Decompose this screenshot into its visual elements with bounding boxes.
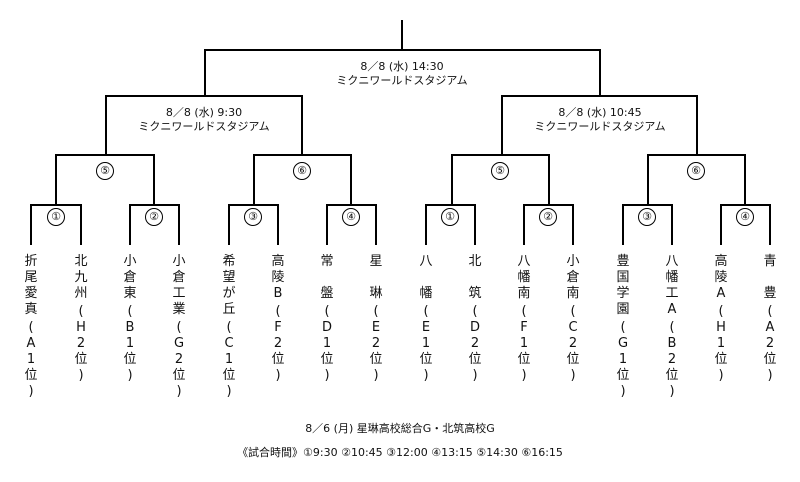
qf-mark-2: ⑥ <box>293 162 311 180</box>
team-name: 星 琳 <box>369 254 383 301</box>
footer-times-line: 《試合時間》①9:30 ②10:45 ③12:00 ④13:15 ⑤14:30 … <box>237 446 563 459</box>
team-name: 小 倉 工 業 <box>172 254 186 317</box>
team-11: 八 幡 南 ( F 1 位 ) <box>515 254 533 384</box>
team-name: 青 豊 <box>763 254 777 301</box>
r1-bracket-6 <box>523 204 574 245</box>
r1-mark-5: ① <box>441 208 459 226</box>
r1-bracket-7 <box>622 204 673 245</box>
team-7: 常 盤 ( D 1 位 ) <box>318 254 336 384</box>
team-16: 青 豊 ( A 2 位 ) <box>761 254 779 384</box>
r1-bracket-5 <box>425 204 476 245</box>
r1-bracket-2 <box>129 204 180 245</box>
team-6: 高 陵 B ( F 2 位 ) <box>269 254 287 384</box>
team-13: 豊 国 学 園 ( G 1 位 ) <box>614 254 632 400</box>
semi-right-bracket <box>501 95 698 155</box>
qf-bracket-2 <box>253 154 352 205</box>
qf-mark-4: ⑥ <box>687 162 705 180</box>
r1-mark-6: ② <box>539 208 557 226</box>
r1-mark-8: ④ <box>736 208 754 226</box>
team-name: 常 盤 <box>320 254 334 301</box>
team-12: 小 倉 南 ( C 2 位 ) <box>564 254 582 384</box>
r1-mark-1: ① <box>47 208 65 226</box>
team-name: 小 倉 東 <box>123 254 137 301</box>
team-name: 小 倉 南 <box>566 254 580 301</box>
r1-bracket-3 <box>228 204 279 245</box>
team-name: 豊 国 学 園 <box>616 254 630 317</box>
team-name: 八 幡 南 <box>517 254 531 301</box>
team-8: 星 琳 ( E 2 位 ) <box>367 254 385 384</box>
semi-right-date: 8／8 (水) 10:45 <box>558 106 642 119</box>
team-5: 希 望 が 丘 ( C 1 位 ) <box>220 254 238 400</box>
team-name: 高 陵 B <box>271 254 285 301</box>
r1-mark-2: ② <box>145 208 163 226</box>
team-rank: ( A 1 位 ) <box>24 320 38 399</box>
team-rank: ( H 2 位 ) <box>74 304 88 383</box>
qf-bracket-4 <box>647 154 746 205</box>
final-label: 8／8 (水) 14:30 ミクニワールドスタジアム <box>302 60 502 88</box>
team-name: 折 尾 愛 真 <box>24 254 38 317</box>
semi-right-label: 8／8 (水) 10:45 ミクニワールドスタジアム <box>500 106 700 134</box>
team-15: 高 陵 A ( H 1 位 ) <box>712 254 730 384</box>
team-14: 八 幡 工 A ( B 2 位 ) <box>663 254 681 400</box>
semi-left-date: 8／8 (水) 9:30 <box>165 106 243 119</box>
team-rank: ( H 1 位 ) <box>714 304 728 383</box>
team-rank: ( E 1 位 ) <box>419 304 433 383</box>
team-name: 北 九 州 <box>74 254 88 301</box>
team-rank: ( B 1 位 ) <box>123 304 137 383</box>
team-2: 北 九 州 ( H 2 位 ) <box>72 254 90 384</box>
team-rank: ( F 1 位 ) <box>517 304 531 383</box>
semi-left-venue: ミクニワールドスタジアム <box>138 120 270 133</box>
team-rank: ( B 2 位 ) <box>665 320 679 399</box>
semi-left-label: 8／8 (水) 9:30 ミクニワールドスタジアム <box>104 106 304 134</box>
team-9: 八 幡 ( E 1 位 ) <box>417 254 435 384</box>
team-name: 希 望 が 丘 <box>222 254 236 317</box>
team-rank: ( C 1 位 ) <box>222 320 236 399</box>
team-10: 北 筑 ( D 2 位 ) <box>466 254 484 384</box>
semi-left-bracket <box>105 95 303 155</box>
footer-venue-line: 8／6 (月) 星琳高校総合G・北筑高校G <box>305 422 495 435</box>
r1-mark-7: ③ <box>638 208 656 226</box>
team-3: 小 倉 東 ( B 1 位 ) <box>121 254 139 384</box>
team-rank: ( F 2 位 ) <box>271 304 285 383</box>
r1-mark-4: ④ <box>342 208 360 226</box>
team-rank: ( G 2 位 ) <box>172 320 186 399</box>
team-rank: ( E 2 位 ) <box>369 304 383 383</box>
team-rank: ( D 2 位 ) <box>468 304 482 383</box>
r1-bracket-8 <box>720 204 771 245</box>
r1-mark-3: ③ <box>244 208 262 226</box>
r1-bracket-4 <box>326 204 377 245</box>
r1-bracket-1 <box>30 204 82 245</box>
team-name: 北 筑 <box>468 254 482 301</box>
final-bracket <box>204 49 601 96</box>
qf-bracket-3 <box>451 154 550 205</box>
team-name: 高 陵 A <box>714 254 728 301</box>
team-rank: ( D 1 位 ) <box>320 304 334 383</box>
final-venue: ミクニワールドスタジアム <box>336 74 468 87</box>
qf-mark-1: ⑤ <box>96 162 114 180</box>
team-rank: ( A 2 位 ) <box>763 304 777 383</box>
qf-mark-3: ⑤ <box>491 162 509 180</box>
team-rank: ( C 2 位 ) <box>566 304 580 383</box>
team-name: 八 幡 <box>419 254 433 301</box>
qf-bracket-1 <box>55 154 155 205</box>
team-1: 折 尾 愛 真 ( A 1 位 ) <box>22 254 40 400</box>
team-rank: ( G 1 位 ) <box>616 320 630 399</box>
semi-right-venue: ミクニワールドスタジアム <box>534 120 666 133</box>
final-date: 8／8 (水) 14:30 <box>360 60 444 73</box>
team-name: 八 幡 工 A <box>665 254 679 317</box>
team-4: 小 倉 工 業 ( G 2 位 ) <box>170 254 188 400</box>
